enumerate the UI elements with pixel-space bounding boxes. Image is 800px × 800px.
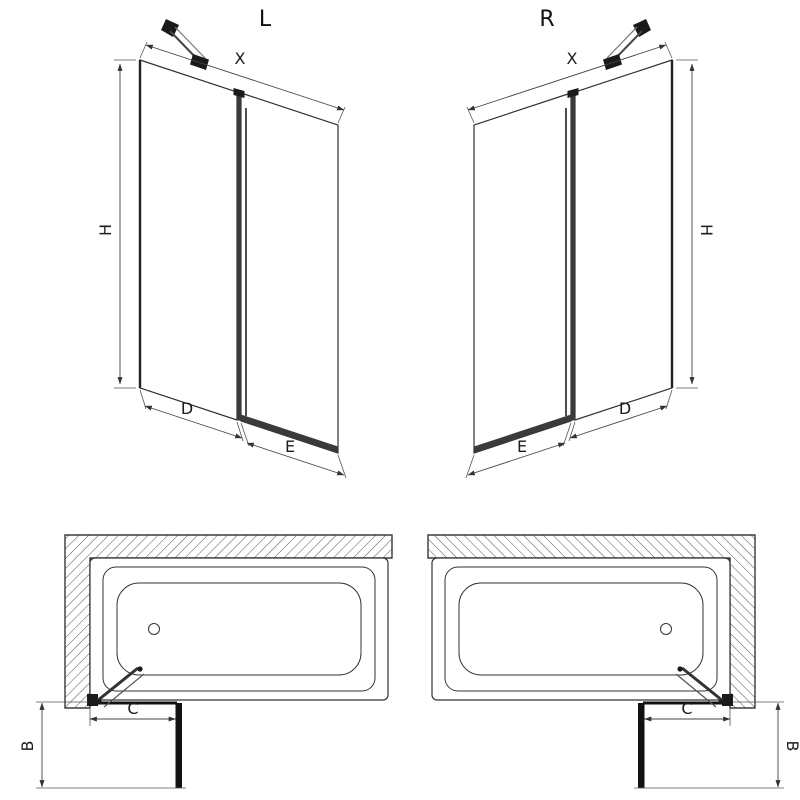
elevation-geometry (114, 19, 347, 479)
pivot-dot (137, 666, 143, 672)
bathtub-edge (102, 566, 376, 692)
fixed-panel-dimension (139, 389, 244, 442)
dim-label-fixed-left: D (181, 399, 193, 418)
arm-strut-edge (174, 26, 206, 59)
dim-label-height-left: H (96, 224, 115, 236)
door-panel-dimension (240, 422, 347, 479)
wall-hatching (64, 534, 393, 709)
open-door-panel (175, 703, 182, 788)
dimension-line (144, 405, 243, 439)
plan-width-dimension (89, 709, 176, 726)
wall-mount-bracket (87, 694, 98, 706)
pivot-arm (87, 666, 145, 708)
drain (148, 623, 160, 635)
elevation-left-title: L (259, 7, 272, 32)
plan-projection-dimension (36, 701, 186, 789)
dim-label-fixed-right: D (619, 399, 631, 418)
bathtub-rim (89, 557, 389, 701)
width-dimension (139, 41, 346, 124)
glass-clamp (190, 54, 209, 70)
door-glass-panel (240, 92, 339, 454)
wall-bracket (161, 19, 179, 37)
extension-line (240, 422, 250, 447)
plan-right-geometry (428, 535, 784, 788)
dim-label-c-right: C (681, 699, 692, 718)
bathtub-basin (116, 582, 362, 676)
labels: L X H D E R X H D E C B C B (18, 7, 800, 751)
extension-line (139, 41, 148, 59)
dim-label-b-left: B (18, 741, 37, 752)
dim-label-door-right: E (517, 437, 527, 456)
dim-label-width-left: X (235, 49, 246, 68)
extension-line (236, 421, 244, 442)
arm-line (96, 666, 139, 703)
dim-label-door-left: E (285, 437, 295, 456)
dim-label-b-right: B (783, 741, 800, 752)
elevation-right-title: R (539, 7, 554, 32)
plan-geometry (36, 534, 393, 789)
dimension-line (145, 44, 345, 111)
support-arm (161, 19, 209, 70)
height-dimension (114, 59, 136, 389)
pivot-dot (96, 699, 102, 705)
center-profile (237, 92, 241, 421)
dim-label-c-left: C (127, 699, 138, 718)
dimension-line (246, 442, 345, 476)
dim-label-height-right: H (697, 224, 716, 236)
elevation-right-geometry (466, 19, 698, 478)
arm-line-thin (103, 673, 145, 708)
dim-label-width-right: X (567, 49, 578, 68)
fixed-glass-panel (139, 59, 238, 421)
